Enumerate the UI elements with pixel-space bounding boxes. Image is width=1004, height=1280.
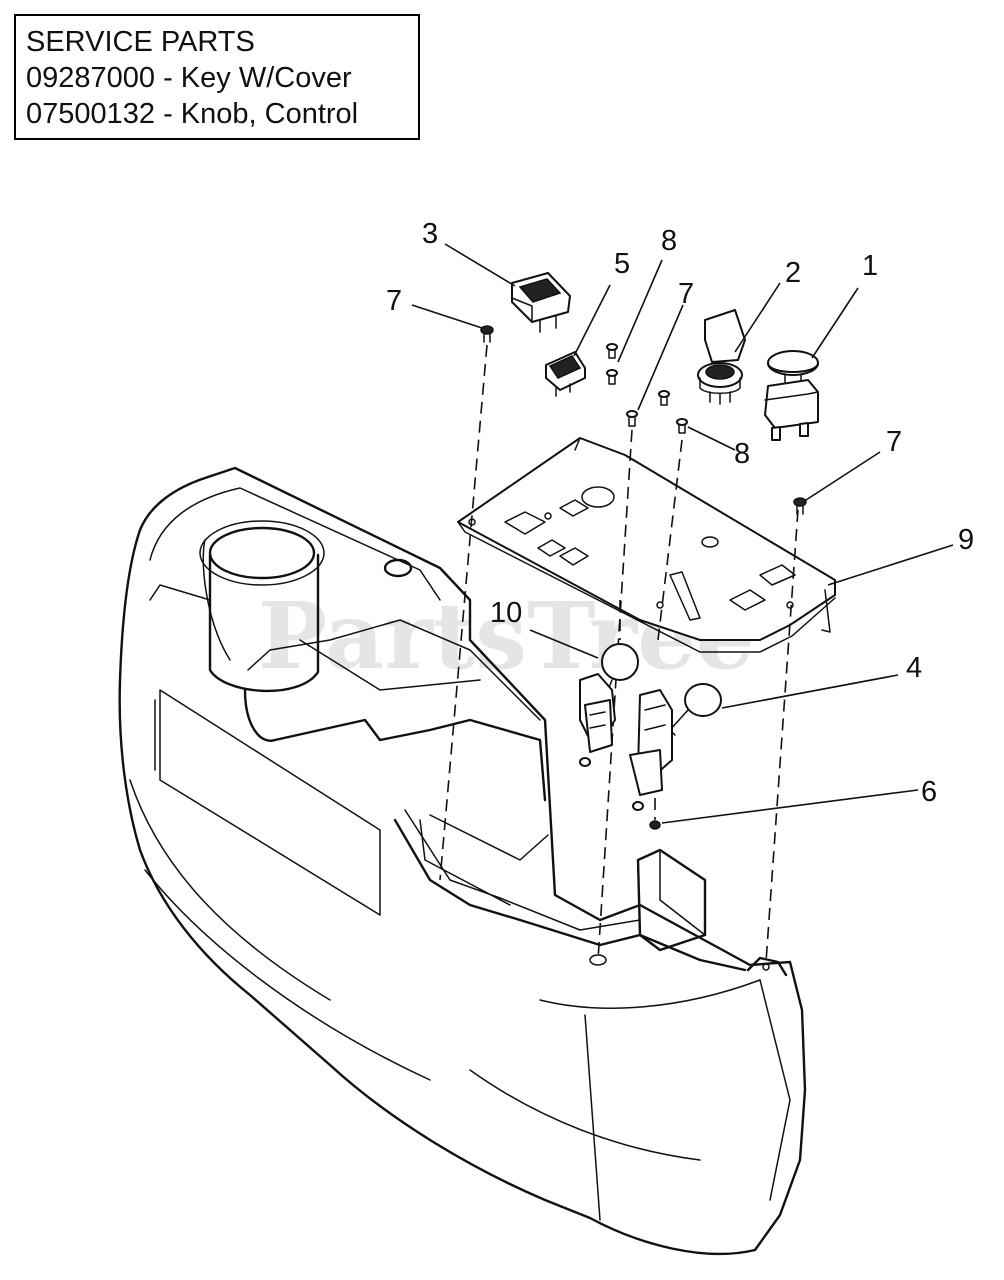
callout-5: 5 [614,248,630,280]
screw-part-7-center [626,410,638,427]
screw-part-8-lower [606,369,618,385]
mounting-plate-part-9 [457,437,836,653]
callout-7-right: 7 [886,426,902,458]
pto-switch-part-1 [764,350,819,441]
callout-1: 1 [862,250,878,282]
screw-part-7-right [793,497,807,515]
service-parts-heading: SERVICE PARTS [26,26,255,58]
switch-part-5 [545,351,586,397]
callout-7-left: 7 [386,285,402,317]
screw-part-8-upper [606,343,618,359]
screw-part-8-right [676,418,688,434]
control-lever-part-4 [629,683,722,830]
callout-4: 4 [906,652,922,684]
callout-2: 2 [785,257,801,289]
callout-6: 6 [921,776,937,808]
ignition-switch-part-2 [697,309,746,405]
callout-8-upper: 8 [661,225,677,257]
callout-7-center: 7 [678,278,694,310]
rocker-switch-part-3 [511,272,571,333]
leader-lines [411,243,954,824]
service-parts-box: SERVICE PARTS 09287000 - Key W/Cover 075… [14,14,420,140]
screw-part-7-left [480,325,494,343]
callout-3: 3 [422,218,438,250]
callout-labels: 1 2 3 4 5 6 7 7 7 8 8 9 10 [386,218,974,808]
callout-9: 9 [958,524,974,556]
service-part-knob-control: 07500132 - Knob, Control [26,98,359,130]
console-housing [118,466,807,1256]
callout-8-lower: 8 [734,438,750,470]
service-part-key-cover: 09287000 - Key W/Cover [26,62,352,94]
control-lever-part-10 [579,643,639,767]
screw-part-8-middle [658,390,670,406]
callout-10: 10 [490,597,522,629]
